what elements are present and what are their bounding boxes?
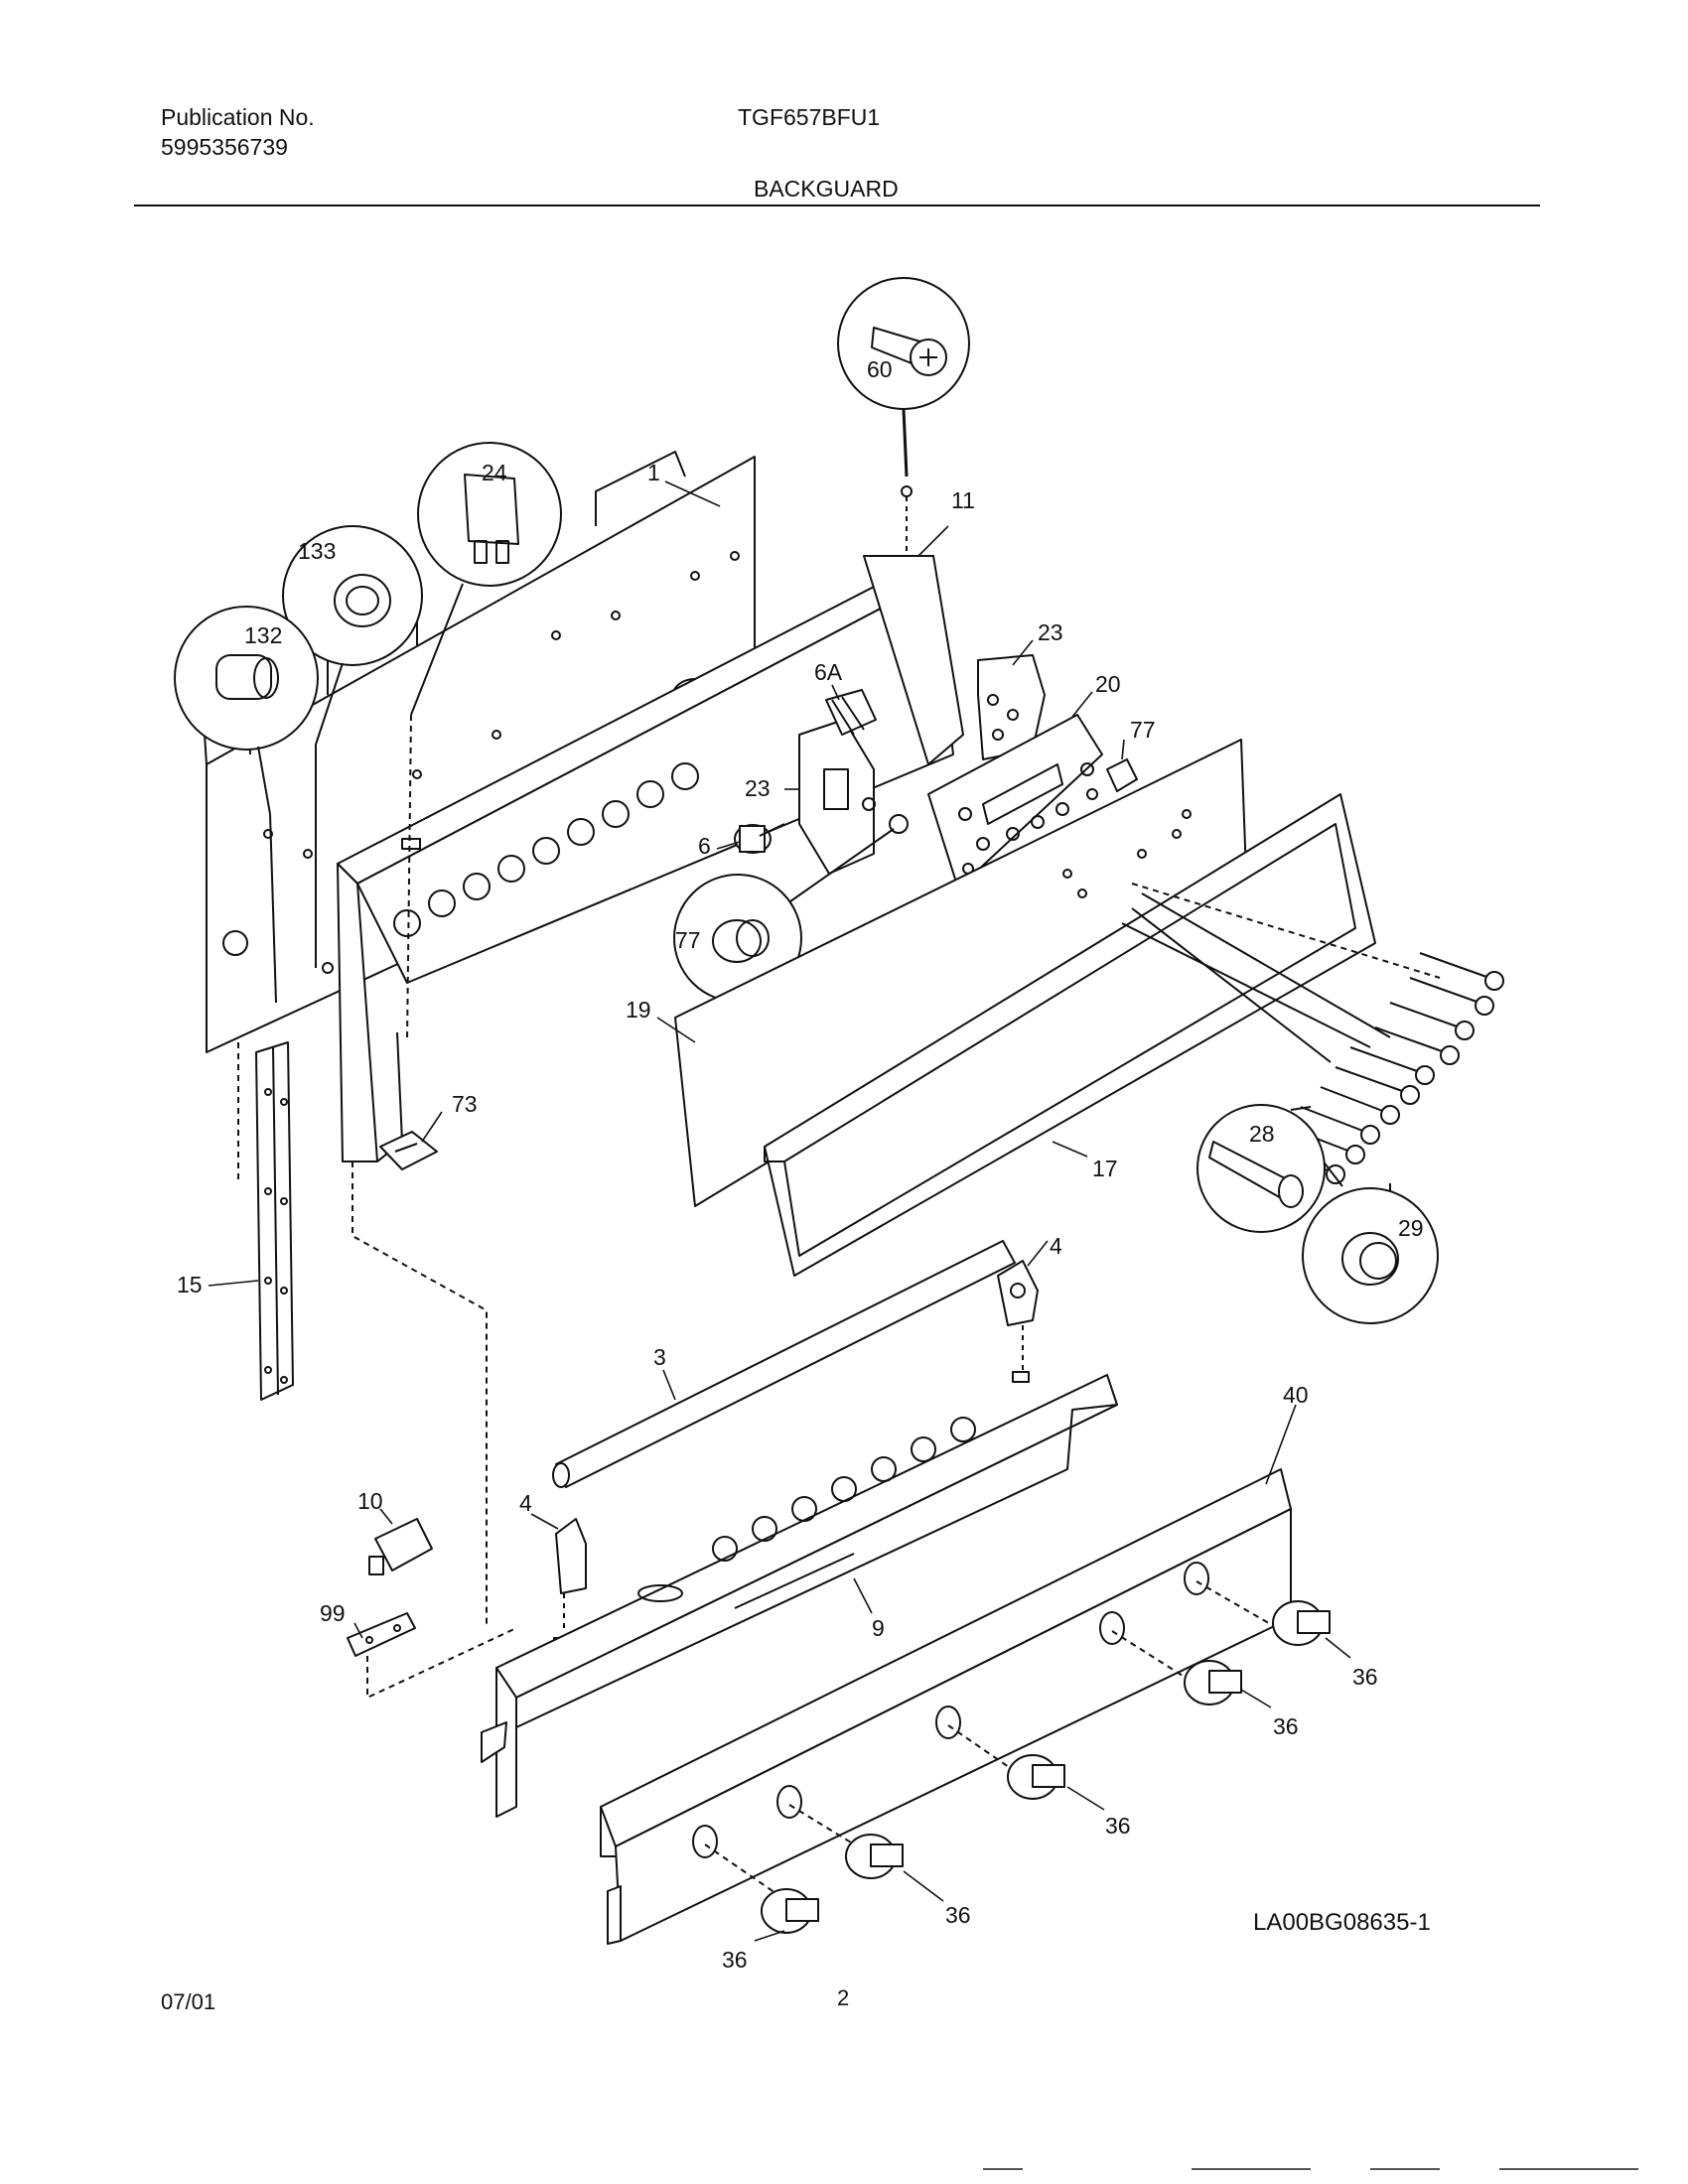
model-number: TGF657BFU1	[738, 104, 881, 130]
callout-36: 36	[1105, 1813, 1131, 1839]
callout-132: 132	[244, 622, 282, 648]
header-rule	[134, 205, 1540, 206]
scan-artifact	[1499, 2168, 1638, 2170]
callout-36: 36	[945, 1902, 971, 1928]
callout-99: 99	[320, 1600, 346, 1626]
callout-leaders	[208, 480, 1351, 1942]
callout-73: 73	[452, 1091, 478, 1117]
callout-1: 1	[647, 460, 660, 485]
mounting-screw-28-part	[1196, 1104, 1326, 1233]
knob-29-part	[1302, 1187, 1439, 1324]
callout-40: 40	[1283, 1382, 1309, 1408]
rocker-switch-24-part	[406, 442, 562, 1043]
callout-17: 17	[1092, 1156, 1118, 1181]
drawing-id: LA00BG08635-1	[1253, 1909, 1431, 1936]
revision-date: 07/01	[161, 1989, 216, 2014]
channel-15-part	[237, 1041, 294, 1401]
callout-23: 23	[1038, 619, 1063, 645]
callout-6: 6	[698, 833, 711, 859]
tube-3-part	[552, 1240, 1016, 1488]
scan-artifact	[983, 2168, 1023, 2170]
callout-77: 77	[1130, 717, 1156, 743]
callout-133: 133	[298, 538, 336, 564]
grommet-132-part	[174, 606, 319, 1004]
grommet-133-part	[282, 525, 423, 968]
callout-19: 19	[626, 997, 651, 1023]
callout-10: 10	[357, 1488, 383, 1514]
bracket-23-left-part	[734, 689, 909, 875]
burner-knobs-36-part	[761, 1600, 1331, 1934]
callout-3: 3	[653, 1344, 666, 1370]
callout-36: 36	[722, 1947, 748, 1973]
callout-77: 77	[675, 927, 701, 953]
callout-60: 60	[867, 356, 893, 382]
bracket-99-part	[347, 1612, 517, 1699]
callout-15: 15	[177, 1272, 203, 1297]
callout-29: 29	[1398, 1215, 1424, 1241]
channel-9-part	[481, 1374, 1118, 1818]
callout-36: 36	[1273, 1713, 1299, 1739]
callout-20: 20	[1095, 671, 1121, 697]
section-title: BACKGUARD	[754, 176, 899, 202]
clip-73-part	[379, 1131, 438, 1170]
callout-9: 9	[872, 1615, 885, 1641]
callout-24: 24	[482, 460, 507, 485]
callout-11: 11	[951, 487, 975, 513]
page-number: 2	[837, 1985, 850, 2010]
callout-4: 4	[1050, 1233, 1062, 1259]
publication-number: 5995356739	[161, 134, 288, 160]
control-panel-40-part	[600, 1468, 1292, 1945]
callout-6A: 6A	[814, 659, 843, 685]
switch-10-part	[368, 1518, 433, 1575]
scan-artifact	[1370, 2168, 1440, 2170]
callout-28: 28	[1249, 1121, 1275, 1147]
control-board-20-part	[927, 714, 1138, 889]
callout-4: 4	[519, 1490, 532, 1516]
trim-frame-17-part	[764, 793, 1376, 1277]
scan-artifact	[1192, 2168, 1311, 2170]
backguard-housing-part	[337, 555, 964, 1162]
callout-labels: 60 1 11 24 133 132 23 20 6A 77 23 6 77 1…	[177, 356, 1424, 1973]
lamp-socket-4-right-part	[997, 1260, 1039, 1383]
callout-36: 36	[1352, 1664, 1378, 1690]
publication-label: Publication No.	[161, 104, 315, 130]
callout-23: 23	[745, 775, 771, 801]
screw-60-part	[837, 277, 970, 556]
